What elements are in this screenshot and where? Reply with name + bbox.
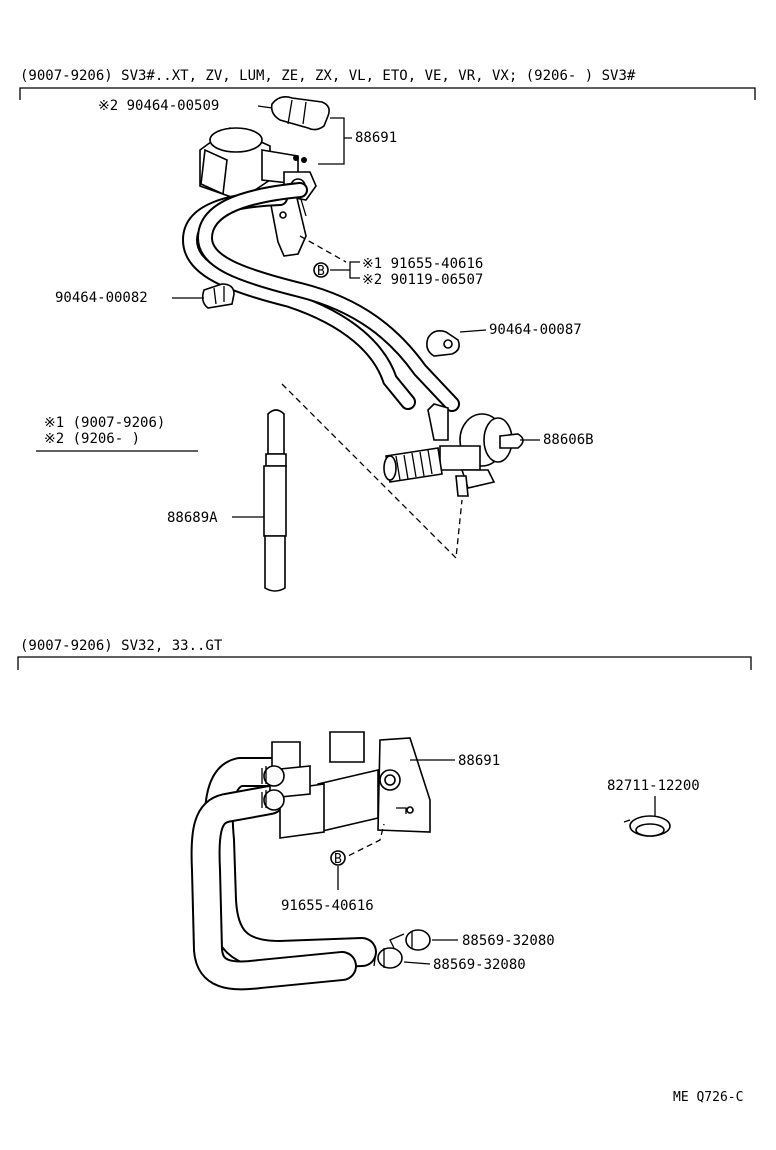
bolt-dash-1 — [299, 235, 347, 263]
bolt-1-label: ※1 91655-40616 — [362, 256, 483, 272]
bolt-2-label: ※2 90119-06507 — [362, 272, 483, 288]
clamp-top-label: ※2 90464-00509 — [98, 98, 219, 114]
legend-note-1: ※1 (9007-9206) — [44, 415, 165, 431]
section-1-header: (9007-9206) SV3#..XT, ZV, LUM, ZE, ZX, V… — [20, 68, 636, 84]
bolt-marker-1-label: B — [317, 264, 325, 279]
clamp-right-leader — [459, 329, 487, 333]
vsv2-part — [261, 731, 431, 839]
section-2: (9007-9206) SV32, 33..GT 88691 — [17, 638, 752, 991]
assembly-dash-lines — [281, 383, 463, 560]
clip-1-part — [389, 929, 431, 951]
footer-code: ME Q726-C — [673, 1090, 743, 1105]
clamp-single-label: 82711-12200 — [607, 778, 700, 794]
bolt-marker-2 — [330, 850, 346, 866]
clamp-left-label: 90464-00082 — [55, 290, 148, 306]
bolt-leader-1 — [330, 261, 360, 279]
vacuum-hoses — [181, 182, 460, 412]
vsv2-label: 88691 — [458, 753, 500, 769]
clamp-top-part — [270, 96, 330, 131]
bent-hoses — [190, 757, 377, 991]
vsv-bracket-hole — [279, 211, 287, 219]
section-1: (9007-9206) SV3#..XT, ZV, LUM, ZE, ZX, V… — [19, 68, 756, 592]
section-1-bracket — [19, 87, 756, 100]
bolt2-label: 91655-40616 — [281, 898, 374, 914]
bolt-marker-1 — [313, 262, 329, 278]
clamp-top-leader — [257, 105, 273, 109]
section-2-bracket — [17, 656, 752, 670]
legend-note-2: ※2 (9206- ) — [44, 431, 140, 447]
bolt2-dash — [339, 823, 385, 861]
clip-2-part — [373, 947, 403, 969]
hose-part — [263, 409, 287, 592]
clamp-right-part — [426, 330, 460, 357]
clip-1-label: 88569-32080 — [462, 933, 555, 949]
clip-2-leader — [403, 961, 431, 965]
clamp-single-part — [623, 815, 671, 837]
vsv-label: 88691 — [355, 130, 397, 146]
valve-part — [383, 403, 524, 497]
valve-label: 88606B — [543, 432, 594, 448]
section-2-header: (9007-9206) SV32, 33..GT — [20, 638, 223, 654]
vsv-part — [199, 127, 317, 217]
clip-2-label: 88569-32080 — [433, 957, 526, 973]
clamp-right-label: 90464-00087 — [489, 322, 582, 338]
clamp-left-part — [201, 283, 235, 309]
hose-label: 88689A — [167, 510, 218, 526]
bolt-marker-2-label: B — [334, 852, 342, 867]
vsv-leader — [318, 117, 352, 165]
